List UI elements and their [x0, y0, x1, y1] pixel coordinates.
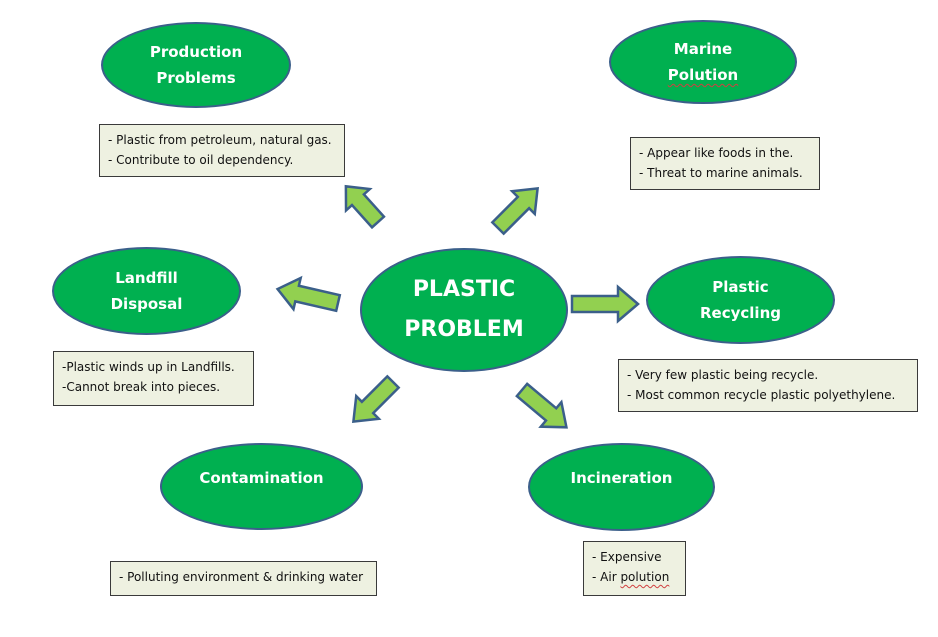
note-plastic-recycling: - Very few plastic being recycle. - Most… [618, 359, 918, 412]
note-contamination: - Polluting environment & drinking water [110, 561, 377, 596]
node-landfill-disposal: Landfill Disposal [52, 247, 241, 335]
arrow-to-recycling [570, 284, 640, 324]
node-title-line: Recycling [700, 304, 781, 322]
note-line: - Threat to marine animals. [639, 166, 803, 180]
node-title-line: Production [149, 43, 243, 61]
note-line: - Most common recycle plastic polyethyle… [627, 388, 896, 402]
note-line: - Appear like foods in the. [639, 146, 794, 160]
central-node-line-1: PLASTIC [412, 277, 516, 302]
arrow-to-production [344, 184, 386, 230]
arrow-to-incineration [515, 382, 568, 429]
note-line: - Very few plastic being recycle. [627, 368, 819, 382]
note-line: - Air polution [592, 567, 677, 587]
note-marine-polution: - Appear like foods in the. - Threat to … [630, 137, 820, 190]
node-title-line: Polution [667, 66, 739, 84]
node-title-line: Marine [673, 40, 733, 58]
note-line: - Contribute to oil dependency. [108, 153, 294, 167]
central-node-plastic-problem: PLASTIC PROBLEM [360, 248, 568, 372]
arrow-to-landfill [275, 275, 342, 313]
note-line: - Plastic from petroleum, natural gas. [108, 133, 332, 147]
note-line: - Expensive [592, 550, 662, 564]
note-line: -Plastic winds up in Landfills. [62, 360, 235, 374]
node-production-problems: Production Problems [101, 22, 291, 108]
node-incineration: Incineration [528, 443, 715, 531]
node-title-line: Landfill [115, 269, 178, 287]
note-line-misspelled-word: polution [620, 570, 670, 584]
node-title-line: Plastic [712, 278, 769, 296]
node-title-line: Contamination [199, 468, 324, 487]
note-incineration: - Expensive - Air polution [583, 541, 686, 596]
arrow-to-marine [490, 186, 540, 236]
note-line-prefix: - Air [592, 570, 621, 584]
node-title-line: Problems [156, 69, 236, 87]
note-production-problems: - Plastic from petroleum, natural gas. -… [99, 124, 345, 177]
node-title-line: Disposal [110, 295, 183, 313]
note-line: - Polluting environment & drinking water [119, 570, 364, 584]
note-landfill-disposal: -Plastic winds up in Landfills. -Cannot … [53, 351, 254, 406]
arrow-to-contamination [351, 374, 401, 424]
node-contamination: Contamination [160, 443, 363, 530]
node-title-line: Incineration [570, 469, 673, 487]
node-marine-polution: Marine Polution [609, 20, 797, 104]
note-line: -Cannot break into pieces. [62, 380, 221, 394]
node-plastic-recycling: Plastic Recycling [646, 256, 835, 344]
central-node-line-2: PROBLEM [404, 317, 524, 342]
